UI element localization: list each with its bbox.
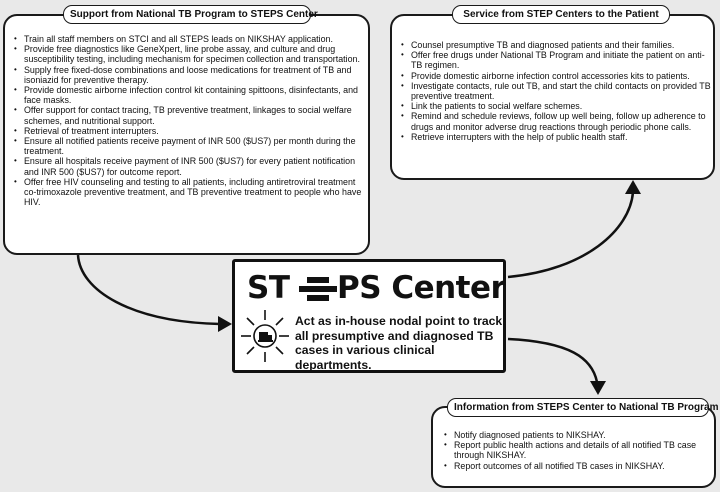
- right-list-item: Remind and schedule reviews, follow up w…: [401, 111, 711, 131]
- right-list-item: Link the patients to social welfare sche…: [401, 101, 711, 111]
- right-list-item: Offer free drugs under National TB Progr…: [401, 50, 711, 70]
- bottom-information-list: Notify diagnosed patients to NIKSHAY.Rep…: [444, 430, 714, 471]
- right-service-panel: Counsel presumptive TB and diagnosed pat…: [390, 14, 715, 180]
- left-support-panel: Train all staff members on STCI and all …: [3, 14, 370, 255]
- left-list-item: Ensure all notified patients receive pay…: [14, 136, 366, 156]
- left-panel-title: Support from National TB Program to STEP…: [63, 5, 318, 24]
- left-support-list: Train all staff members on STCI and all …: [14, 34, 366, 207]
- right-list-item: Provide domestic airborne infection cont…: [401, 71, 711, 81]
- bottom-list-item: Notify diagnosed patients to NIKSHAY.: [444, 430, 714, 440]
- steps-center-logo: ST PS Center: [247, 268, 507, 308]
- left-list-item: Ensure all hospitals receive payment of …: [14, 156, 366, 176]
- left-list-item: Provide free diagnostics like GeneXpert,…: [14, 44, 366, 64]
- left-list-item: Train all staff members on STCI and all …: [14, 34, 366, 44]
- steps-center-box: ST PS Center Act as in-house nodal point…: [232, 259, 506, 373]
- right-list-item: Counsel presumptive TB and diagnosed pat…: [401, 40, 711, 50]
- bottom-panel-title: Information from STEPS Center to Nationa…: [447, 398, 718, 417]
- bottom-information-panel: Notify diagnosed patients to NIKSHAY.Rep…: [431, 406, 716, 488]
- steps-center-description: Act as in-house nodal point to track all…: [295, 314, 503, 372]
- bottom-list-item: Report outcomes of all notified TB cases…: [444, 461, 714, 471]
- nodal-hub-icon: [241, 310, 289, 362]
- bottom-list-item: Report public health actions and details…: [444, 440, 714, 460]
- left-list-item: Offer support for contact tracing, TB pr…: [14, 105, 366, 125]
- right-service-list: Counsel presumptive TB and diagnosed pat…: [401, 40, 711, 142]
- left-list-item: Retrieval of treatment interrupters.: [14, 126, 366, 136]
- logo-e-bars-icon: [299, 277, 337, 301]
- logo-suffix: PS Center: [337, 270, 506, 306]
- left-list-item: Provide domestic airborne infection cont…: [14, 85, 366, 105]
- logo-prefix: ST: [247, 270, 290, 306]
- left-list-item: Offer free HIV counseling and testing to…: [14, 177, 366, 208]
- right-panel-title: Service from STEP Centers to the Patient: [452, 5, 670, 24]
- right-list-item: Investigate contacts, rule out TB, and s…: [401, 81, 711, 101]
- left-list-item: Supply free fixed-dose combinations and …: [14, 65, 366, 85]
- right-list-item: Retrieve interrupters with the help of p…: [401, 132, 711, 142]
